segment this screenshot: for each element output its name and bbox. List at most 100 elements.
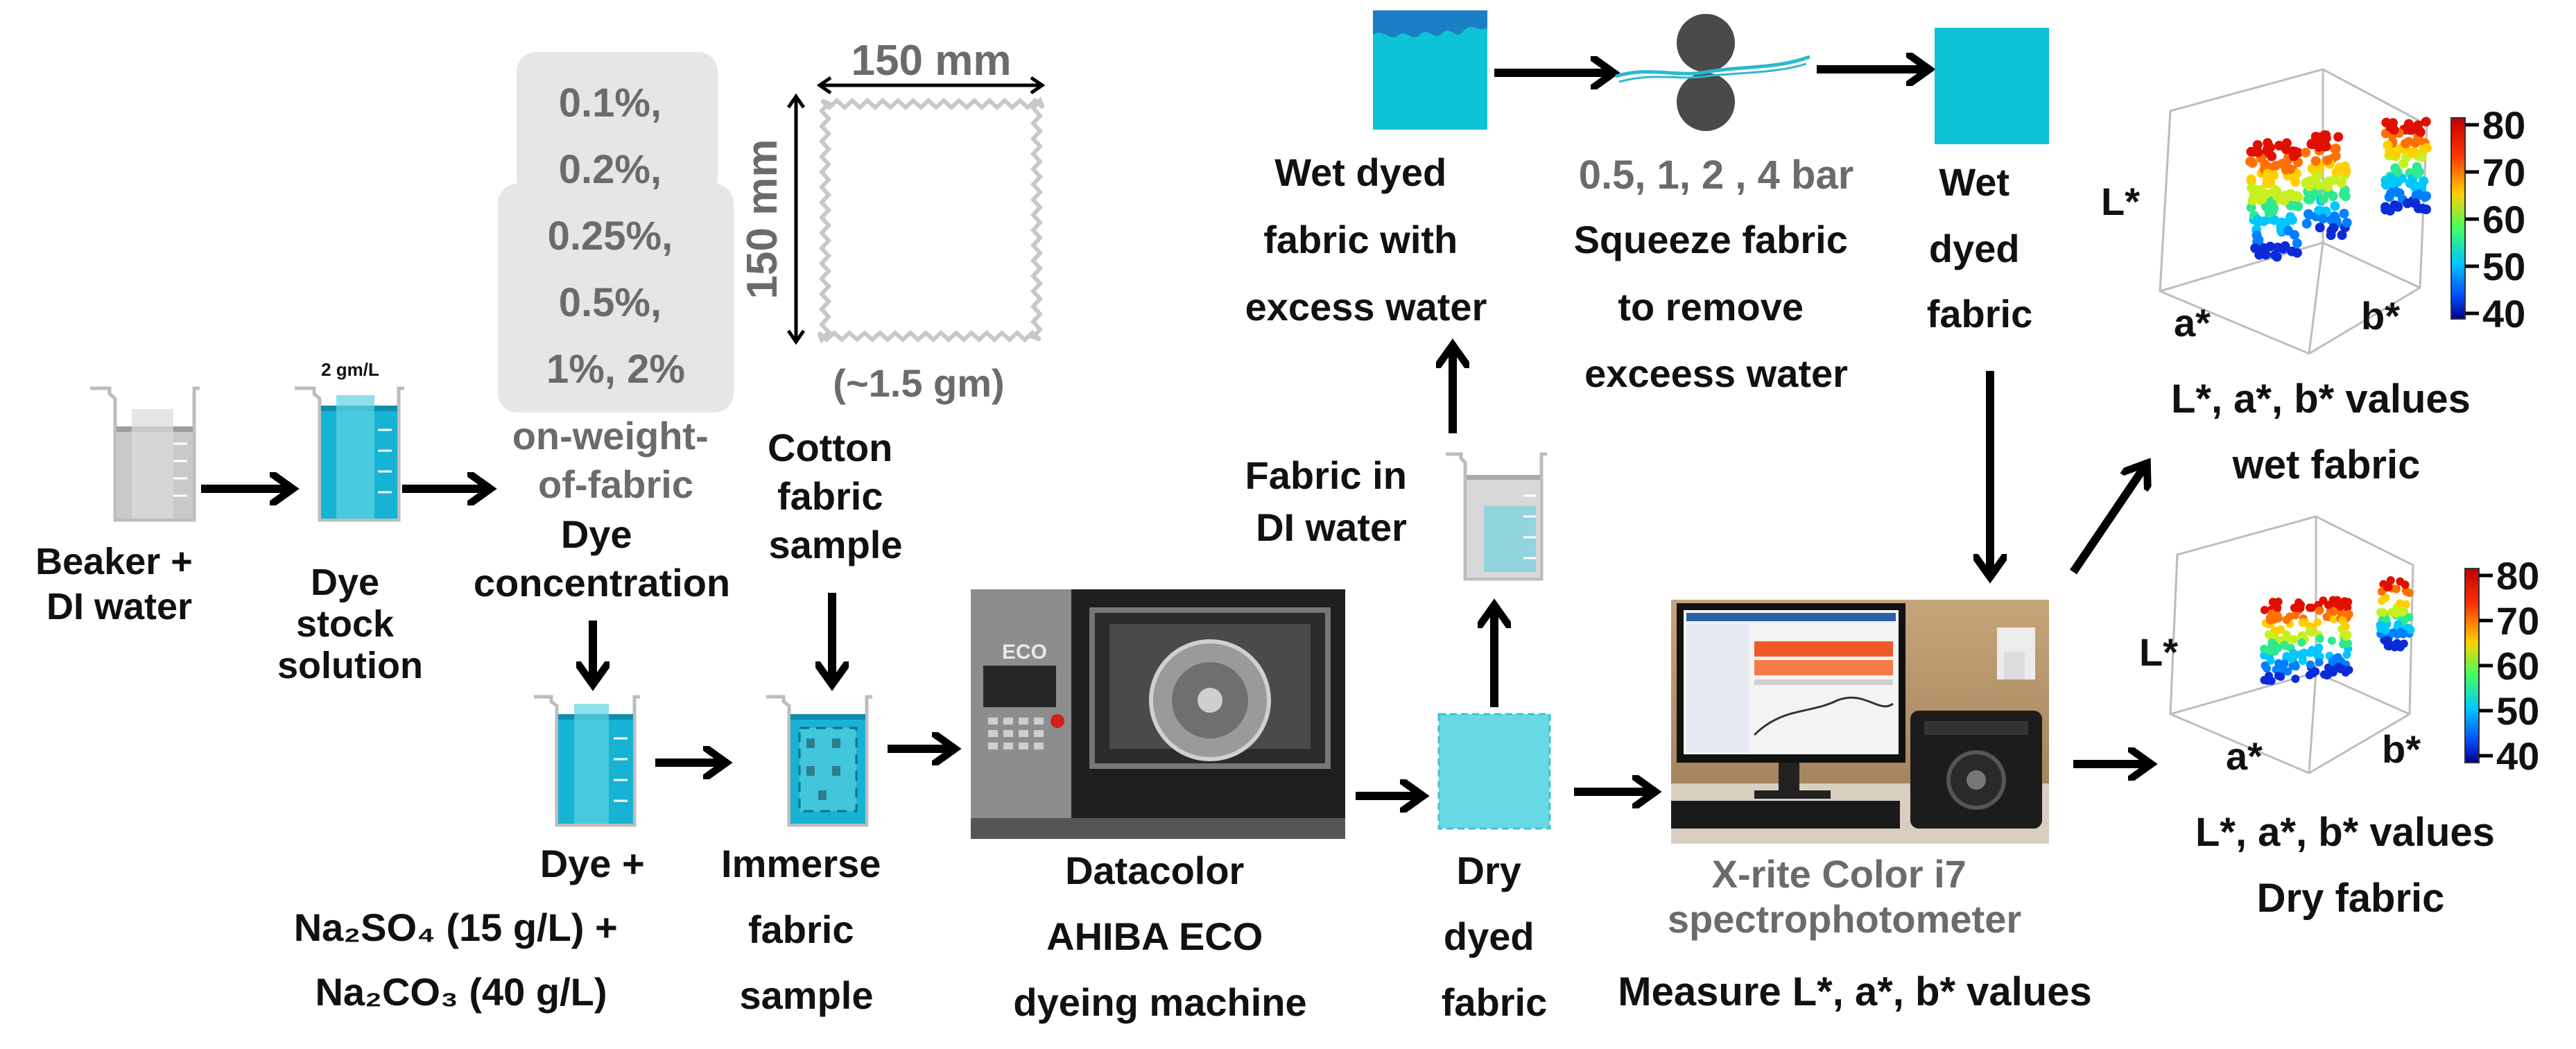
fabric-dimension-arrows [786, 76, 1046, 345]
wet-point [2410, 198, 2421, 208]
wet-point [2254, 235, 2264, 245]
beaker-water-label: Beaker + DI water [35, 541, 203, 627]
wet-point [2283, 225, 2293, 236]
dry-point [2315, 643, 2324, 652]
wet-point [2321, 133, 2331, 144]
squeeze-rollers [1615, 14, 1810, 131]
dry-point [2378, 596, 2387, 605]
dry-point [2332, 654, 2341, 664]
fabric-weight-label: (~1.5 gm) [833, 361, 1004, 405]
wet-point [2315, 223, 2325, 233]
wet-cbar-tick: 50 [2482, 245, 2525, 288]
beaker-immerse [766, 695, 872, 827]
dry-scatter-points [2260, 576, 2415, 685]
dry-point [2274, 671, 2283, 680]
wet-point [2256, 184, 2266, 195]
wet-point [2263, 168, 2273, 179]
dry-point [2393, 639, 2401, 648]
dry-point [2333, 596, 2342, 605]
wet-point [2321, 206, 2331, 216]
wet-point [2392, 167, 2403, 177]
dry-point [2393, 630, 2402, 639]
dry-point [2384, 582, 2393, 591]
wet-point [2270, 250, 2280, 261]
dry-point [2338, 616, 2347, 625]
wet-point [2253, 217, 2263, 227]
dry-point [2383, 636, 2392, 645]
dry-point [2290, 652, 2299, 661]
wet-axis-L: L* [2101, 180, 2140, 223]
dry-point [2342, 650, 2351, 659]
dry-point [2265, 647, 2274, 656]
wet-point [2289, 173, 2299, 183]
dry-point [2398, 630, 2408, 639]
wet-cbar-tick: 60 [2482, 198, 2525, 241]
dye-bath-label: Dye + Na₂SO₄ (15 g/L) + Na₂CO₃ (40 g/L) [294, 842, 656, 1014]
cotton-fabric-sample [817, 96, 1045, 344]
concentration-values: 0.1%, 0.2%, 0.25%, 0.5%, 1%, 2% [546, 80, 685, 392]
dry-point [2267, 632, 2276, 641]
fabric-height-label: 150 mm [738, 139, 786, 300]
dry-point [2291, 675, 2300, 683]
wet-point [2264, 207, 2274, 218]
dry-point [2306, 648, 2315, 657]
dry-point [2297, 638, 2306, 647]
flow-arrows [201, 69, 2150, 796]
wet-point [2386, 173, 2396, 184]
wet-point [2301, 218, 2312, 229]
wet-point [2246, 176, 2256, 187]
wet-point [2330, 201, 2340, 211]
dry-point [2315, 606, 2324, 615]
dry-cbar-tick: 80 [2496, 554, 2539, 598]
dry-point [2296, 604, 2305, 613]
wet-point [2281, 164, 2291, 175]
machine-badge: ECO [1002, 641, 1047, 664]
dry-cbar-tick: 70 [2496, 599, 2539, 643]
dry-point [2342, 632, 2351, 641]
dry-point [2396, 606, 2405, 615]
dry-point [2387, 608, 2396, 616]
wet-dyed-label: Wet dyed fabric [1927, 160, 2033, 336]
dyeing-machine-photo [971, 589, 1345, 839]
dry-point [2273, 612, 2282, 621]
dry-point [2268, 598, 2277, 607]
wet-point [2253, 147, 2263, 157]
fabric-width-label: 150 mm [852, 37, 1012, 85]
wet-point [2339, 209, 2349, 219]
dry-point [2324, 663, 2333, 672]
wet-point [2330, 175, 2340, 185]
wet-point [2412, 168, 2422, 178]
measure-label: Measure L*, a*, b* values [1618, 969, 2091, 1014]
dry-point [2265, 616, 2274, 625]
owf-label: on-weight- of-fabric [512, 414, 720, 506]
dry-axis-a: a* [2226, 734, 2263, 778]
dry-dyed-label: Dry dyed fabric [1442, 849, 1548, 1024]
wet-point [2306, 139, 2317, 149]
wet-point [2301, 177, 2311, 188]
wet-point [2421, 116, 2431, 127]
wet-point [2257, 194, 2267, 205]
dry-point [2405, 613, 2414, 622]
dry-point [2334, 662, 2343, 671]
wet-point [2401, 139, 2410, 149]
wet-point [2414, 189, 2424, 200]
wet-point [2280, 241, 2290, 251]
dry-point [2273, 603, 2282, 612]
dry-point [2307, 603, 2316, 612]
plot-wet-caption: L*, a*, b* values wet fabric [2171, 376, 2482, 487]
wet-point [2279, 196, 2290, 206]
wet-point [2264, 141, 2274, 151]
spectrophotometer-photo [1671, 600, 2049, 844]
dry-point [2405, 589, 2414, 598]
dry-point [2315, 634, 2324, 643]
dry-point [2386, 576, 2395, 584]
wet-dyed-fabric-swatch [1935, 28, 2049, 144]
dry-point [2324, 600, 2333, 609]
wet-point [2292, 238, 2302, 248]
beaker-dye-stock [295, 386, 404, 522]
wet-axis-a: a* [2174, 301, 2211, 345]
wet-point [2272, 191, 2282, 201]
wet-point [2306, 192, 2317, 202]
pressure-values: 0.5, 1, 2 , 4 bar [1579, 153, 1854, 198]
